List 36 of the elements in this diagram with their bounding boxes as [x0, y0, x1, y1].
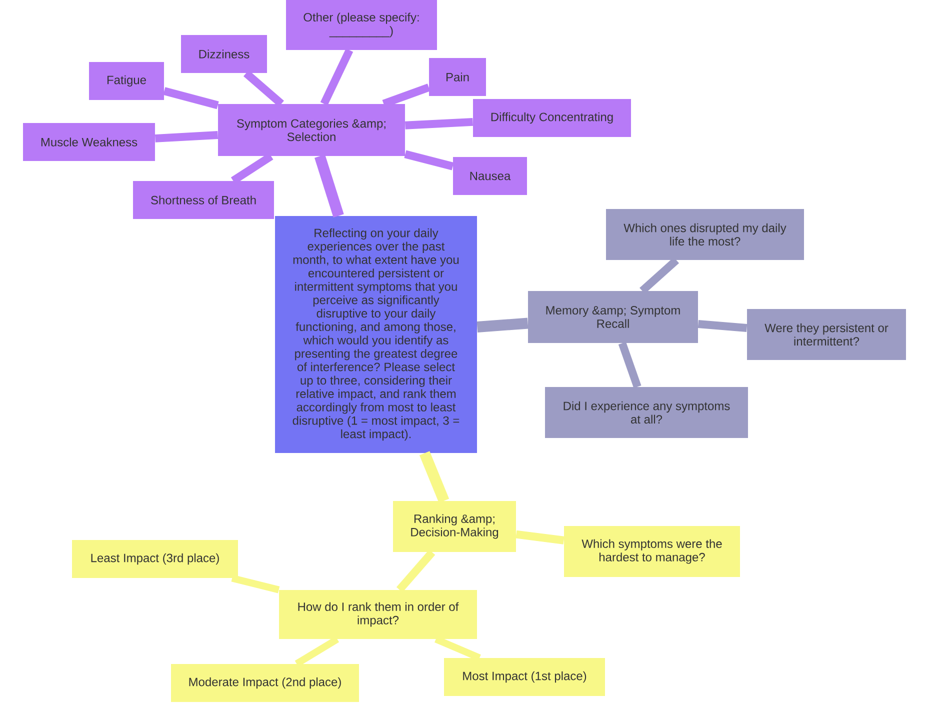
branch-line — [294, 636, 340, 667]
branch-line — [231, 574, 280, 594]
branch-line — [618, 342, 642, 388]
subtopic-box: Were they persistent or intermittent? — [747, 309, 906, 360]
branch-line — [405, 118, 473, 130]
subtopic-box: Dizziness — [181, 35, 267, 73]
branch-line — [163, 87, 219, 110]
branch-topic-box: Memory &amp; Symptom Recall — [528, 291, 698, 343]
subtopic-box: Did I experience any symptoms at all? — [545, 387, 748, 438]
branch-line — [320, 48, 354, 106]
branch-line — [154, 131, 218, 142]
subtopic-box: Most Impact (1st place) — [444, 658, 605, 696]
branch-topic-box: Symptom Categories &amp; Selection — [218, 104, 405, 156]
subtopic-box: Which symptoms were the hardest to manage? — [564, 526, 740, 577]
branch-line — [419, 451, 450, 503]
subtopic-box: Least Impact (3rd place) — [72, 540, 238, 578]
subtopic-box: Shortness of Breath — [133, 181, 274, 219]
subtopic-box: Fatigue — [89, 62, 164, 100]
subtopic-box: Pain — [429, 58, 486, 96]
branch-line — [243, 70, 284, 107]
subtopic-box: Moderate Impact (2nd place) — [171, 664, 359, 702]
central-question-box: Reflecting on your daily experiences over the past month, to what extent have you encountered persistent or intermittent symptoms that you perceive as significantly disruptive to your daily functioning, and among those, which would you identify as presenting the greatest degree of interference? Please select up to three, considering their relative impact, and rank them accordingly from most to least disruptive (1 = most impact, 3 = least impact). — [275, 216, 477, 453]
subtopic-box: Other (please specify: _________) — [286, 0, 437, 50]
branch-line — [404, 150, 454, 170]
subtopic-box: Which ones disrupted my daily life the most? — [606, 209, 804, 260]
branch-topic-box: Ranking &amp; Decision-Making — [393, 501, 516, 552]
subtopic-box: How do I rank them in order of impact? — [279, 590, 477, 639]
branch-line — [314, 154, 344, 218]
branch-line — [396, 550, 436, 592]
branch-line — [476, 318, 528, 333]
branch-line — [698, 320, 748, 332]
subtopic-box: Muscle Weakness — [23, 123, 155, 161]
subtopic-box: Difficulty Concentrating — [473, 99, 631, 137]
subtopic-box: Nausea — [453, 157, 527, 195]
branch-line — [640, 257, 680, 294]
branch-line — [516, 530, 564, 544]
